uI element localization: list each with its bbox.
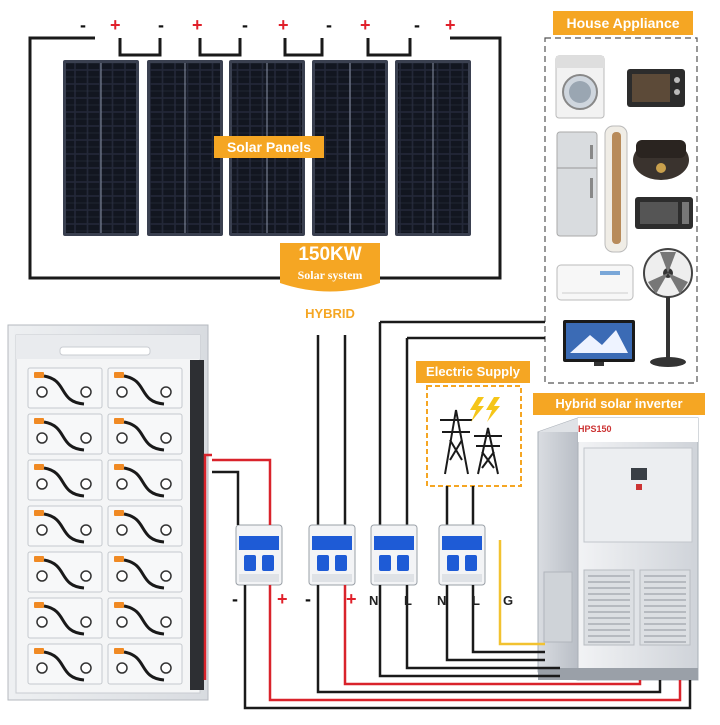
split-air-conditioner-icon — [556, 264, 634, 301]
panel-2-positive-sign: + — [192, 15, 203, 35]
battery-module — [107, 367, 183, 409]
oven-icon — [627, 69, 685, 107]
panel-wiring — [28, 36, 502, 280]
battery-module — [27, 597, 103, 639]
refrigerator-icon — [556, 131, 598, 237]
microwave-icon — [635, 197, 693, 229]
circuit-breaker — [235, 524, 283, 586]
rice-cooker-icon — [633, 140, 689, 180]
panel-5-negative-sign: - — [414, 15, 420, 35]
solar-panels-label: Solar Panels — [214, 136, 324, 158]
panel-1-positive-sign: + — [110, 15, 121, 35]
live-terminal-1: L — [404, 593, 412, 608]
inverter-model-text: HPS150 — [578, 424, 612, 434]
battery-module — [107, 643, 183, 685]
ground-terminal: G — [503, 593, 514, 608]
panel-3-positive-sign: + — [278, 15, 289, 35]
panel-5-positive-sign: + — [445, 15, 456, 35]
hybrid-label: HYBRID — [305, 306, 355, 321]
air-conditioner-tower-icon — [604, 125, 628, 253]
battery-module — [27, 459, 103, 501]
appliance-feed-wires — [316, 320, 545, 525]
panel-2-negative-sign: - — [158, 15, 164, 35]
house-appliance-label: House Appliance — [553, 11, 693, 35]
battery-module — [27, 413, 103, 455]
solar-panel — [147, 60, 223, 236]
battery-module — [107, 551, 183, 593]
solar-positive-terminal: + — [346, 589, 357, 609]
battery-module — [107, 597, 183, 639]
battery-positive-terminal: + — [277, 589, 288, 609]
panel-1-negative-sign: - — [80, 15, 86, 35]
battery-module — [107, 459, 183, 501]
live-terminal-2: L — [472, 593, 480, 608]
neutral-terminal-1: N — [369, 593, 379, 608]
panel-3-negative-sign: - — [242, 15, 248, 35]
panel-4-negative-sign: - — [326, 15, 332, 35]
solar-panel — [63, 60, 139, 236]
solar-negative-terminal: - — [305, 589, 311, 609]
battery-negative-terminal: - — [232, 589, 238, 609]
battery-module — [107, 505, 183, 547]
television-icon — [563, 320, 635, 366]
solar-panels — [63, 60, 471, 236]
lightning-icon — [470, 397, 500, 422]
battery-module — [27, 551, 103, 593]
solar-panel — [312, 60, 388, 236]
battery-module — [107, 413, 183, 455]
system-label: Solar system — [297, 268, 363, 282]
appliance-icons — [555, 55, 693, 367]
electric-supply-label: Electric Supply — [416, 361, 530, 383]
battery-modules — [27, 367, 183, 685]
circuit-breaker — [370, 524, 418, 586]
neutral-terminal-2: N — [437, 593, 447, 608]
bottom-wiring — [203, 453, 692, 710]
grid-wires — [445, 486, 475, 525]
solar-panel — [395, 60, 471, 236]
inverter-vents — [588, 575, 686, 643]
circuit-breaker — [308, 524, 356, 586]
battery-module — [27, 643, 103, 685]
hybrid-inverter — [537, 417, 699, 681]
inverter-label: Hybrid solar inverter — [533, 393, 705, 415]
breakers — [235, 524, 486, 586]
circuit-breaker — [438, 524, 486, 586]
power-rating: 150KW — [298, 244, 362, 265]
panel-4-positive-sign: + — [360, 15, 371, 35]
system-badge — [280, 243, 380, 292]
washing-machine-icon — [555, 55, 605, 119]
battery-module — [27, 367, 103, 409]
standing-fan-icon — [643, 248, 693, 367]
power-tower-icon — [440, 409, 502, 475]
battery-module — [27, 505, 103, 547]
